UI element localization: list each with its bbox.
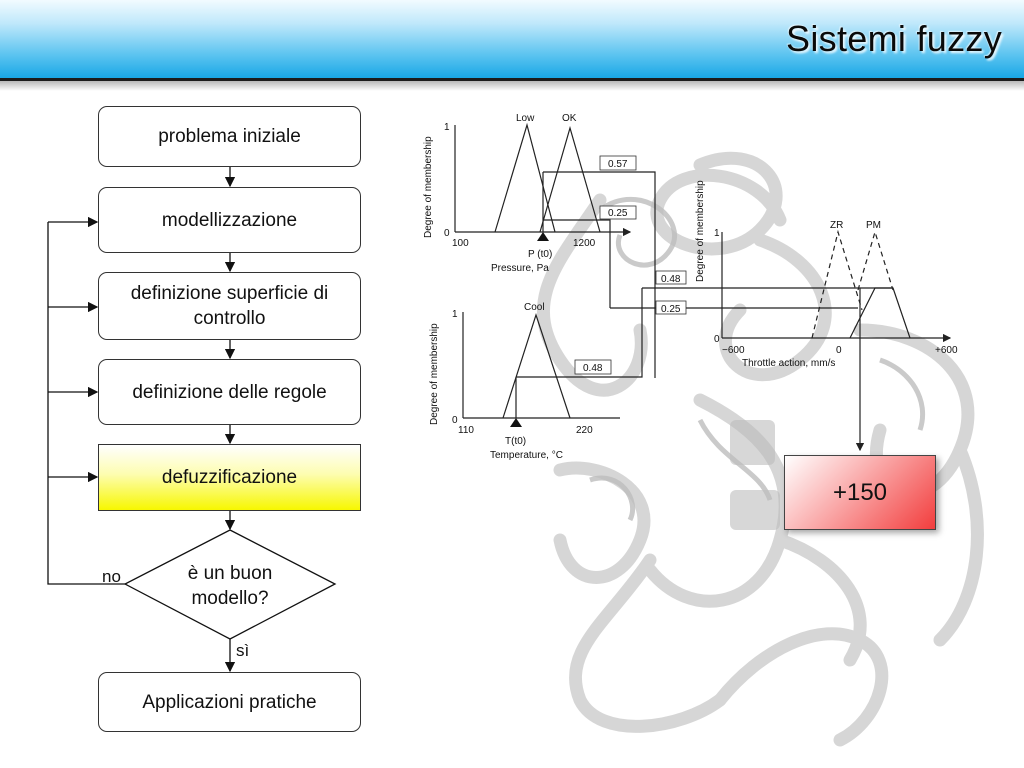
throttle-xmid: 0 [836, 345, 842, 356]
throttle-set-pm [849, 287, 911, 339]
temperature-set-cool [502, 313, 571, 419]
step-problema-iniziale: problema iniziale [98, 106, 361, 167]
pressure-xmax: 1200 [573, 238, 596, 249]
throttle-ylabel: Degree of membership [695, 180, 706, 282]
temperature-y0: 0 [452, 415, 458, 426]
step-label: problema iniziale [158, 126, 301, 147]
throttle-level-a: 0.48 [661, 274, 681, 285]
throttle-set-zr [811, 229, 863, 339]
pressure-set-low [494, 122, 556, 233]
pressure-marker-icon [537, 232, 549, 241]
header-shadow [0, 81, 1024, 91]
set-label-ok: OK [562, 113, 577, 124]
pressure-ylabel: Degree of membership [423, 136, 434, 238]
step-label: definizione superficie di controllo [130, 283, 329, 329]
set-label-zr: ZR [830, 220, 843, 231]
step-applicazioni-pratiche: Applicazioni pratiche [98, 672, 361, 732]
step-label: Applicazioni pratiche [142, 691, 317, 713]
decision-label: è un buon modello? [187, 563, 273, 609]
temperature-marker-icon [510, 418, 522, 427]
decision-diamond [123, 529, 337, 640]
temperature-xmax: 220 [576, 425, 593, 436]
throttle-xlabel: Throttle action, mm/s [742, 358, 835, 369]
header-rule [0, 78, 1024, 81]
header-bar [0, 0, 1024, 78]
set-label-cool: Cool [524, 302, 545, 313]
temperature-xlabel: Temperature, °C [490, 450, 563, 461]
throttle-xmin: −600 [722, 345, 745, 356]
pressure-xlabel: Pressure, Pa [491, 263, 549, 274]
throttle-y0: 0 [714, 334, 720, 345]
pressure-xmin: 100 [452, 238, 469, 249]
slide-title: Sistemi fuzzy [786, 18, 1002, 59]
result-box: +150 [784, 455, 936, 530]
pressure-set-ok [539, 125, 601, 233]
set-label-pm: PM [866, 220, 881, 231]
throttle-xmax: +600 [935, 345, 958, 356]
pressure-level-a: 0.57 [608, 159, 628, 170]
pressure-y0: 0 [444, 228, 450, 239]
step-defuzzificazione: defuzzificazione [98, 444, 361, 511]
pressure-marker-label: P (t0) [528, 249, 552, 260]
pressure-level-b: 0.25 [608, 208, 628, 219]
step-superficie-controllo: definizione superficie di controllo [98, 272, 361, 340]
step-label: modellizzazione [161, 209, 298, 231]
temperature-y1: 1 [452, 309, 458, 320]
throttle-y1: 1 [714, 228, 720, 239]
temperature-ylabel: Degree of membership [429, 323, 440, 425]
no-label: no [102, 567, 121, 586]
step-label: defuzzificazione [161, 467, 298, 488]
temperature-level: 0.48 [583, 363, 603, 374]
set-label-low: Low [516, 113, 535, 124]
pressure-y1: 1 [444, 122, 450, 133]
temperature-xmin: 110 [458, 425, 474, 436]
step-modellizzazione: modellizzazione [98, 187, 361, 253]
temperature-marker-label: T(t0) [505, 436, 526, 447]
step-definizione-regole: definizione delle regole [98, 359, 361, 425]
yes-label: sì [236, 641, 250, 660]
step-label: definizione delle regole [132, 381, 327, 403]
throttle-level-b: 0.25 [661, 304, 681, 315]
